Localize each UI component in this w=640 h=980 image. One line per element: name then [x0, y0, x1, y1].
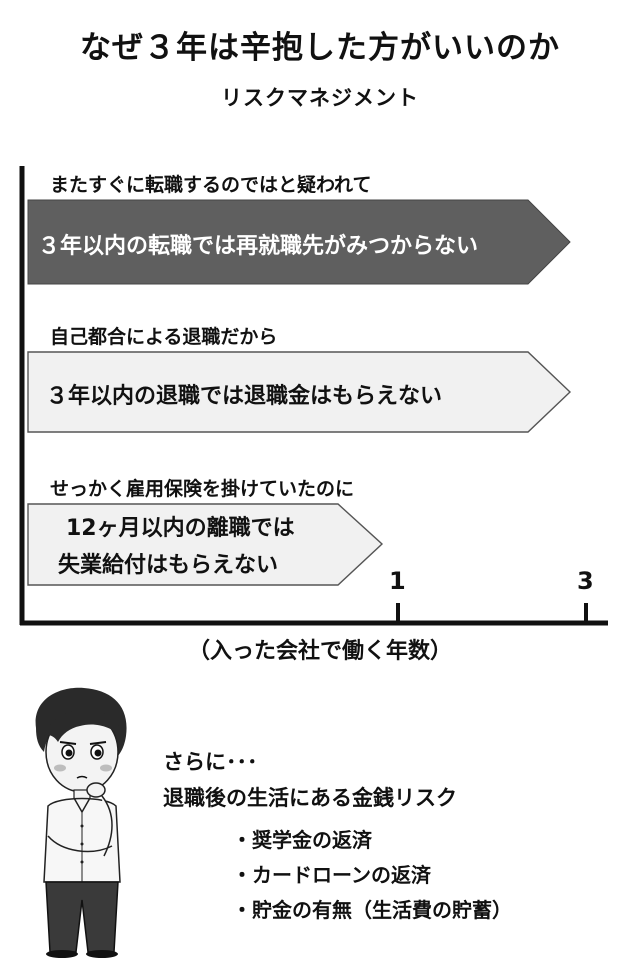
risk-item-card-loan: ・カードローンの返済: [232, 863, 431, 887]
arrow-text-3a: 12ヶ月以内の離職では: [66, 516, 295, 541]
caption-3: せっかく雇用保険を掛けていたのに: [50, 478, 355, 500]
tick-label-1: 1: [389, 567, 406, 595]
x-axis-label: （入った会社で働く年数）: [187, 639, 452, 664]
page-subtitle: リスクマネジメント: [221, 86, 419, 110]
risk-intro-line-2: 退職後の生活にある金銭リスク: [163, 786, 457, 810]
arrow-shape-3: [27, 503, 384, 586]
risk-intro-line-1: さらに･･･: [163, 750, 258, 774]
thinking-person-illustration: [35, 687, 127, 958]
arrow-text-2: ３年以内の退職では退職金はもらえない: [46, 384, 443, 409]
arrow-shape-1: [27, 199, 571, 285]
arrow-shape-2: [27, 351, 572, 433]
risk-item-scholarship: ・奨学金の返済: [232, 828, 372, 852]
page-title: なぜ３年は辛抱した方がいいのか: [80, 30, 560, 66]
arrow-text-3b: 失業給付はもらえない: [58, 553, 279, 578]
risk-item-savings: ・貯金の有無（生活費の貯蓄）: [232, 898, 512, 922]
arrow-text-1: ３年以内の転職では再就職先がみつからない: [38, 234, 479, 259]
caption-2: 自己都合による退職だから: [50, 326, 278, 348]
tick-label-3: 3: [577, 567, 594, 595]
caption-1: またすぐに転職するのではと疑われて: [50, 174, 372, 196]
